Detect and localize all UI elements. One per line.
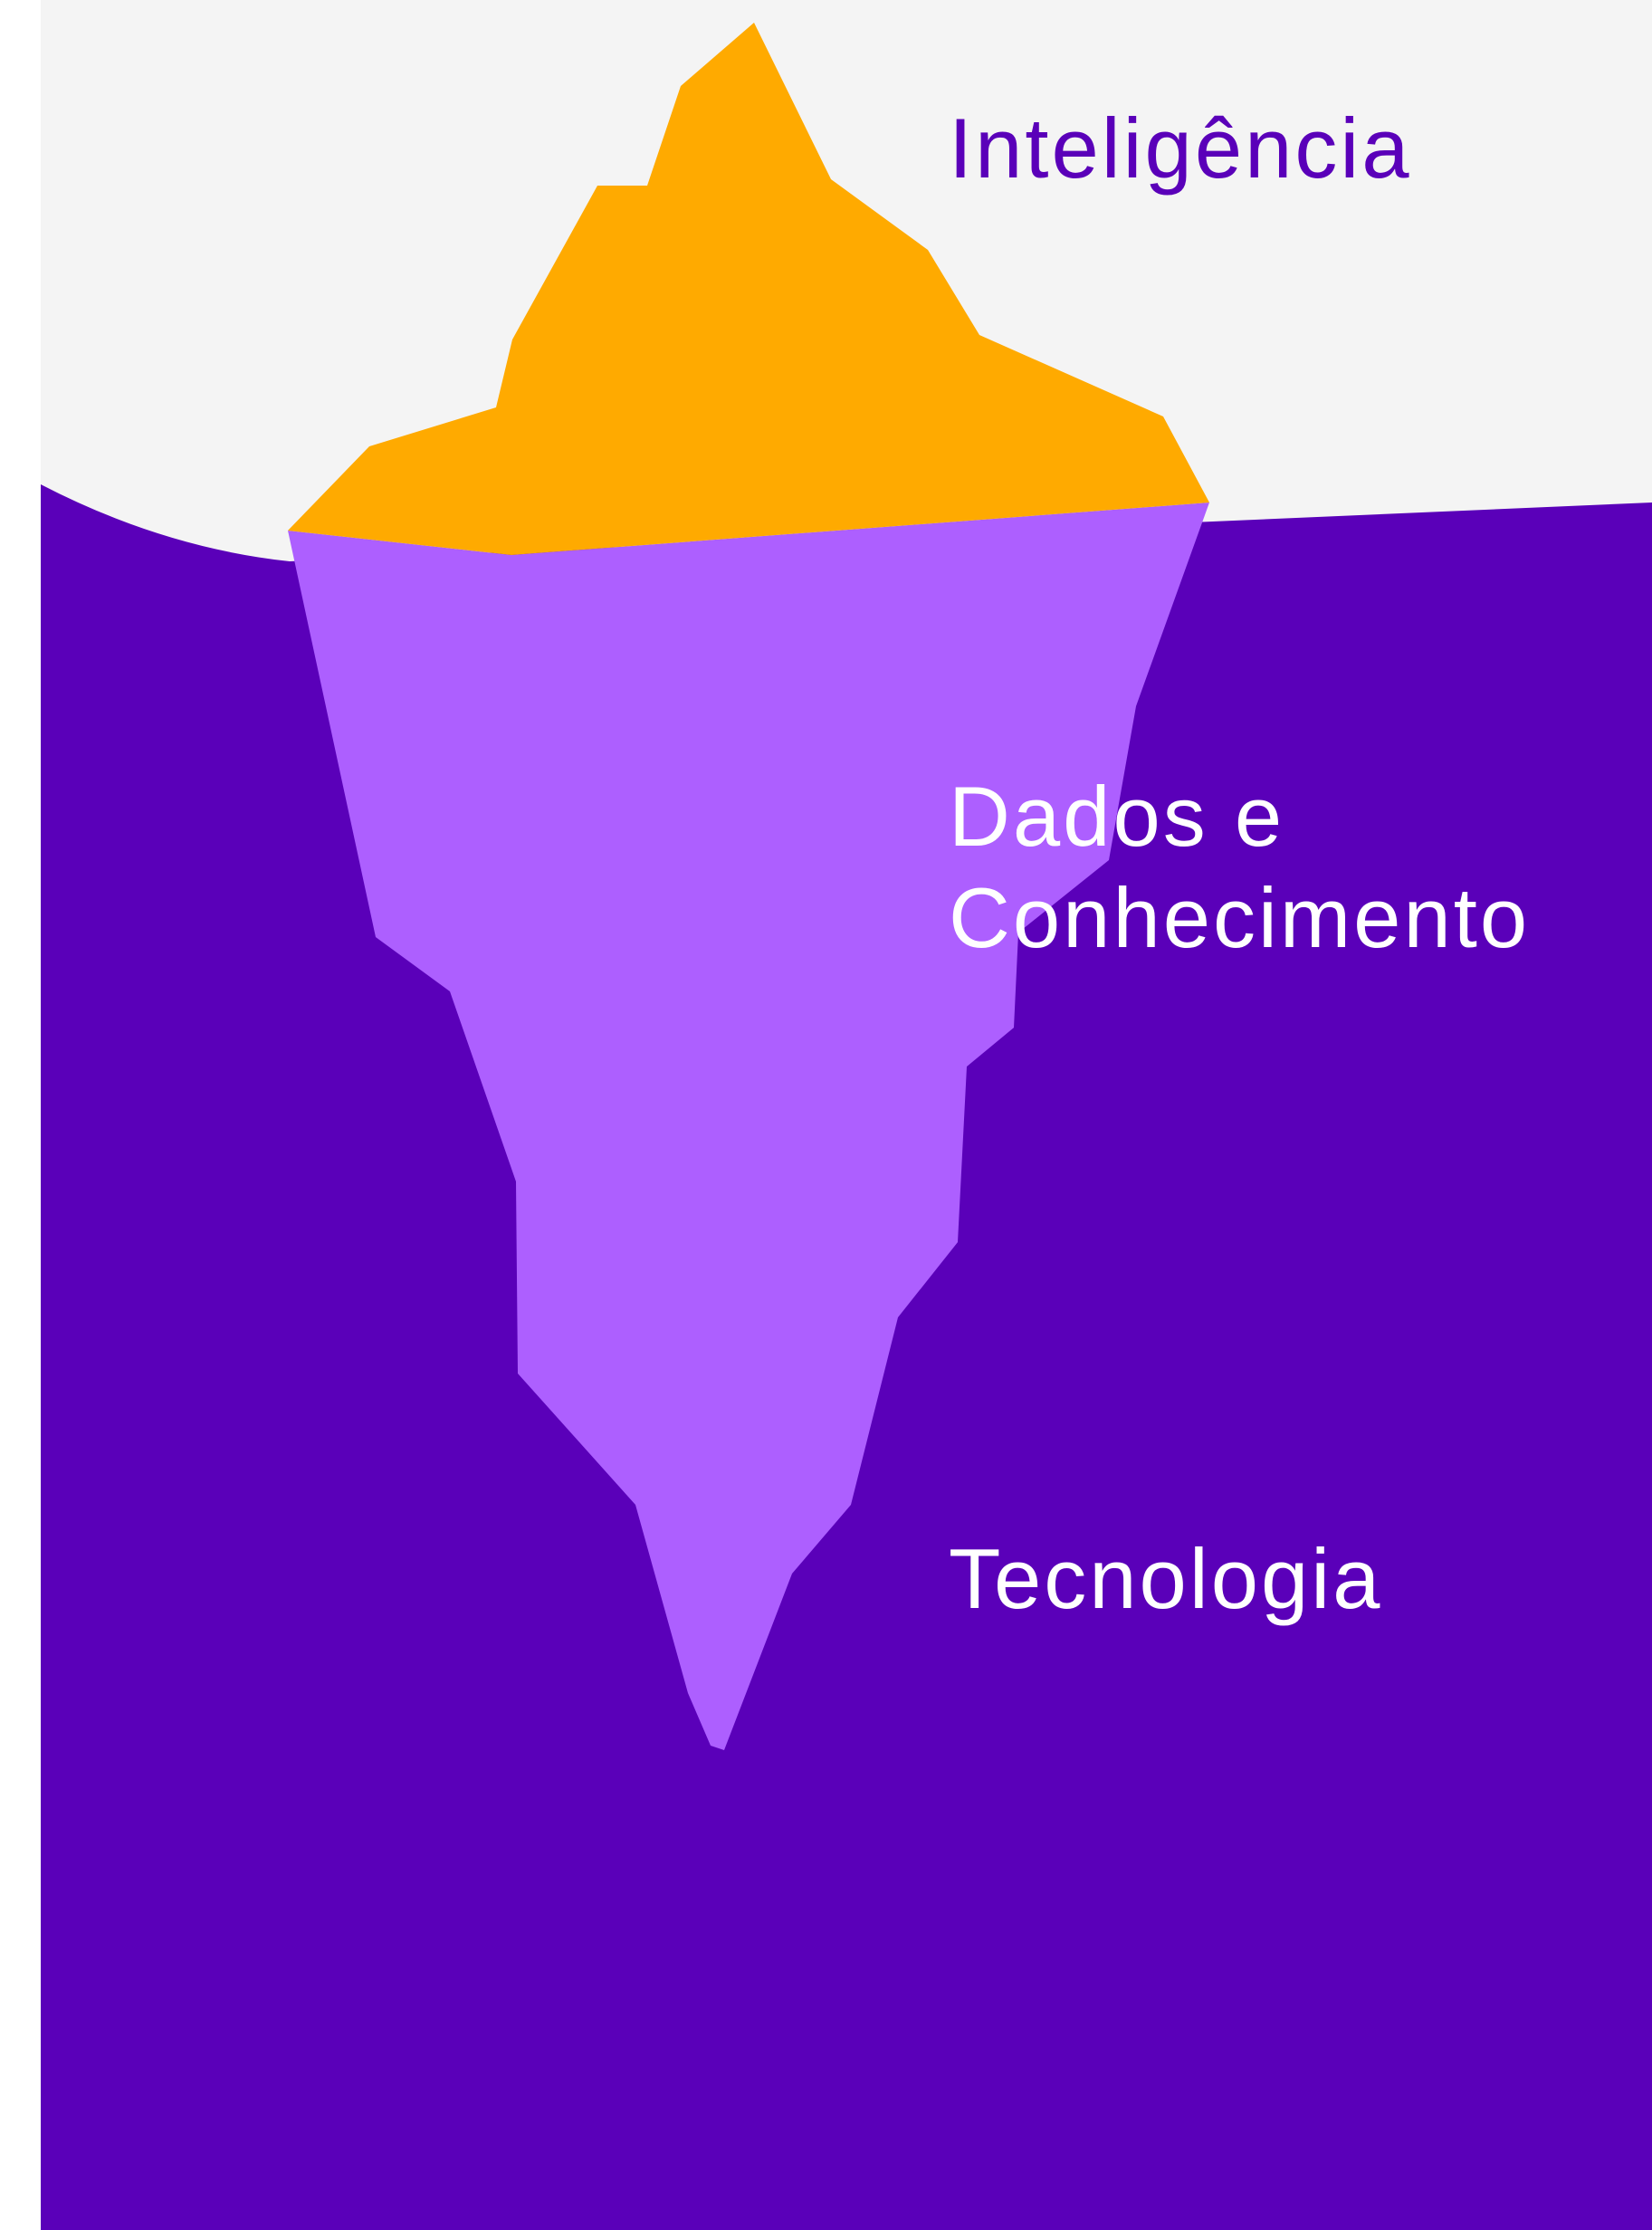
layer-label-intelligence: Inteligência — [949, 100, 1412, 196]
layer-label-technology: Tecnologia — [949, 1531, 1383, 1626]
layer-label-data-knowledge: Dados e Conhecimento — [949, 769, 1531, 965]
iceberg-underwater-part — [288, 502, 1209, 1750]
iceberg-tip — [288, 23, 1209, 555]
